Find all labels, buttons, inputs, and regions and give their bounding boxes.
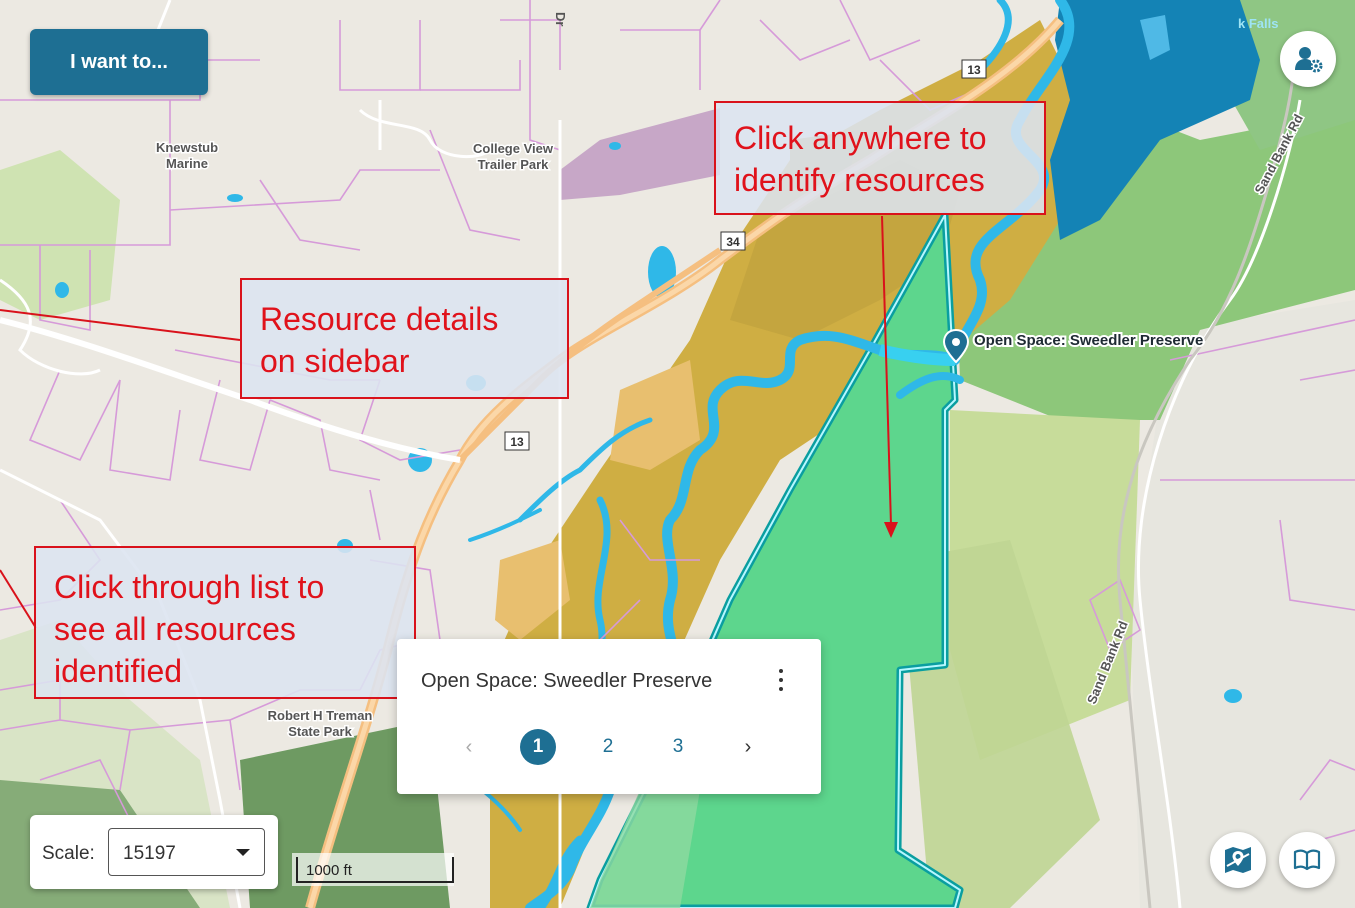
callout-identify-line2: identify resources	[734, 162, 985, 198]
pager-page-2[interactable]: 2	[602, 736, 614, 757]
pager-page-3[interactable]: 3	[672, 736, 684, 757]
route-shield-34: 34	[720, 231, 746, 251]
pager-next-button[interactable]: ›	[744, 735, 752, 758]
legend-button[interactable]	[1279, 832, 1335, 888]
pager-prev-button[interactable]: ‹	[465, 735, 473, 758]
state-road	[457, 247, 722, 463]
svg-text:Dr: Dr	[553, 12, 568, 26]
svg-text:k Falls: k Falls	[1238, 16, 1278, 31]
callout-list-line1: Click through list to	[54, 569, 325, 605]
callout-details-line1: Resource details	[260, 301, 499, 337]
map-pin-icon[interactable]	[942, 328, 970, 364]
scale-widget: Scale: 15197	[30, 815, 278, 889]
user-settings-button[interactable]	[1280, 31, 1336, 87]
purple-area	[560, 108, 720, 200]
popup-pager: ‹ 1 2 3 ›	[397, 729, 821, 765]
more-vert-icon[interactable]	[769, 663, 793, 697]
svg-text:34: 34	[726, 235, 740, 249]
identify-popup: Open Space: Sweedler Preserve ‹ 1 2 3 ›	[397, 639, 821, 794]
svg-text:Trailer Park: Trailer Park	[478, 157, 550, 172]
i-want-to-button[interactable]: I want to...	[30, 29, 208, 95]
callout-list: Click through list to see all resources …	[34, 546, 416, 699]
scale-select[interactable]: 15197	[108, 828, 265, 876]
callout-details: Resource details on sidebar	[240, 278, 569, 399]
popup-title[interactable]: Open Space: Sweedler Preserve	[421, 670, 713, 692]
svg-text:College View: College View	[473, 141, 554, 156]
svg-text:13: 13	[967, 63, 981, 77]
route-shield-13-mid: 13	[504, 431, 530, 451]
basemap-button[interactable]	[1210, 832, 1266, 888]
svg-text:State Park: State Park	[288, 724, 352, 739]
callout-identify-line1: Click anywhere to	[734, 120, 987, 156]
scale-value: 15197	[123, 843, 176, 864]
scalebar: 1000 ft	[292, 853, 454, 886]
callout-arrows	[0, 215, 898, 629]
route-shield-13-top: 13	[961, 59, 987, 79]
basemap-icon	[1225, 847, 1251, 873]
svg-text:Marine: Marine	[166, 156, 208, 171]
chevron-down-icon	[236, 849, 250, 856]
svg-text:Knewstub: Knewstub	[156, 140, 218, 155]
scale-label: Scale:	[42, 843, 95, 864]
lake	[1050, 0, 1260, 240]
callout-list-line2: see all resources	[54, 611, 296, 647]
scalebar-label: 1000 ft	[306, 862, 352, 879]
callout-details-line2: on sidebar	[260, 343, 410, 379]
svg-text:Robert H Treman: Robert H Treman	[268, 708, 373, 723]
svg-text:13: 13	[510, 435, 524, 449]
callout-identify: Click anywhere to identify resources	[714, 101, 1046, 215]
pager-page-1[interactable]: 1	[520, 729, 556, 765]
user-settings-icon	[1295, 47, 1323, 73]
book-icon	[1293, 849, 1321, 871]
marker-label: Open Space: Sweedler Preserve	[974, 332, 1203, 349]
callout-list-line3: identified	[54, 653, 183, 689]
sand-bank-road	[1116, 59, 1297, 908]
